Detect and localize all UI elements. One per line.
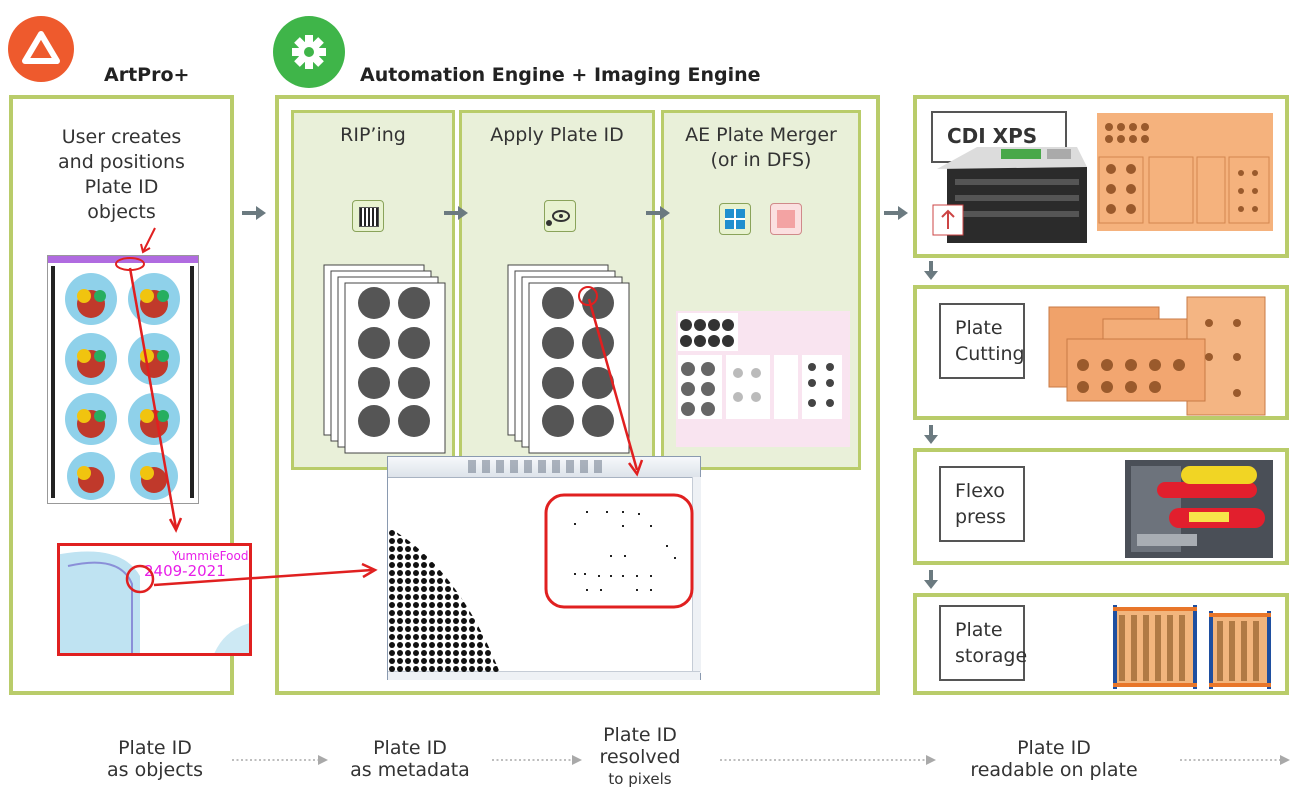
plate-cutting-label: Plate Cutting [939,303,1025,379]
flexo-press-label: Flexo press [939,466,1025,542]
artpro-title: ArtPro+ [104,64,190,86]
dfs-icon [770,203,802,235]
stage-apply-label: Apply Plate ID [490,124,624,146]
artpro-description: User creates and positions Plate ID obje… [58,126,185,223]
process-flexo-press: Flexo press [913,448,1289,565]
artpro-logo-icon [8,16,74,82]
plate-storage-label: Plate storage [939,605,1027,681]
gear-icon [273,16,345,88]
plate-id-zoom-window [387,456,701,680]
zoom-window-toolbar [388,457,700,478]
timeline-as-metadata: Plate ID as metadata [350,737,470,781]
timeline-readable-on-plate: Plate ID readable on plate [970,737,1138,781]
stage-apply-plate-id: Apply Plate ID [459,110,655,470]
zoom-brand-text: YummieFoods [172,549,252,563]
process-plate-storage: Plate storage [913,593,1289,695]
artpro-zoom-view: YummieFoods 2409-2021 [57,543,252,656]
stage-ripping-label: RIP’ing [340,124,406,146]
plate-id-separations [507,264,630,454]
halftone-dots [388,493,694,673]
flexo-press-illustration [1125,460,1273,558]
stage-plate-merger: AE Plate Merger (or in DFS) [661,110,861,470]
cut-plates-illustration [1048,296,1266,416]
rip-icon [352,200,384,232]
cdi-plate-image [1097,113,1273,231]
stage-ripping: RIP’ing [291,110,455,470]
zoom-date-text: 2409-2021 [144,562,226,580]
cdi-imager-illustration [932,147,1087,243]
merger-icon [719,203,751,235]
storage-racks-illustration [1113,605,1271,689]
plate-id-icon [544,200,576,232]
ripped-separations [323,264,446,454]
timeline-resolved-to-pixels: Plate ID resolved to pixels [599,724,681,788]
stage-merger-label: AE Plate Merger (or in DFS) [685,124,837,171]
process-plate-cutting: Plate Cutting [913,285,1289,420]
merged-plate-layout [676,311,850,447]
automation-title: Automation Engine + Imaging Engine [360,64,761,86]
process-cdi-xps: CDI XPS [913,95,1289,258]
timeline-as-objects: Plate ID as objects [106,737,204,781]
